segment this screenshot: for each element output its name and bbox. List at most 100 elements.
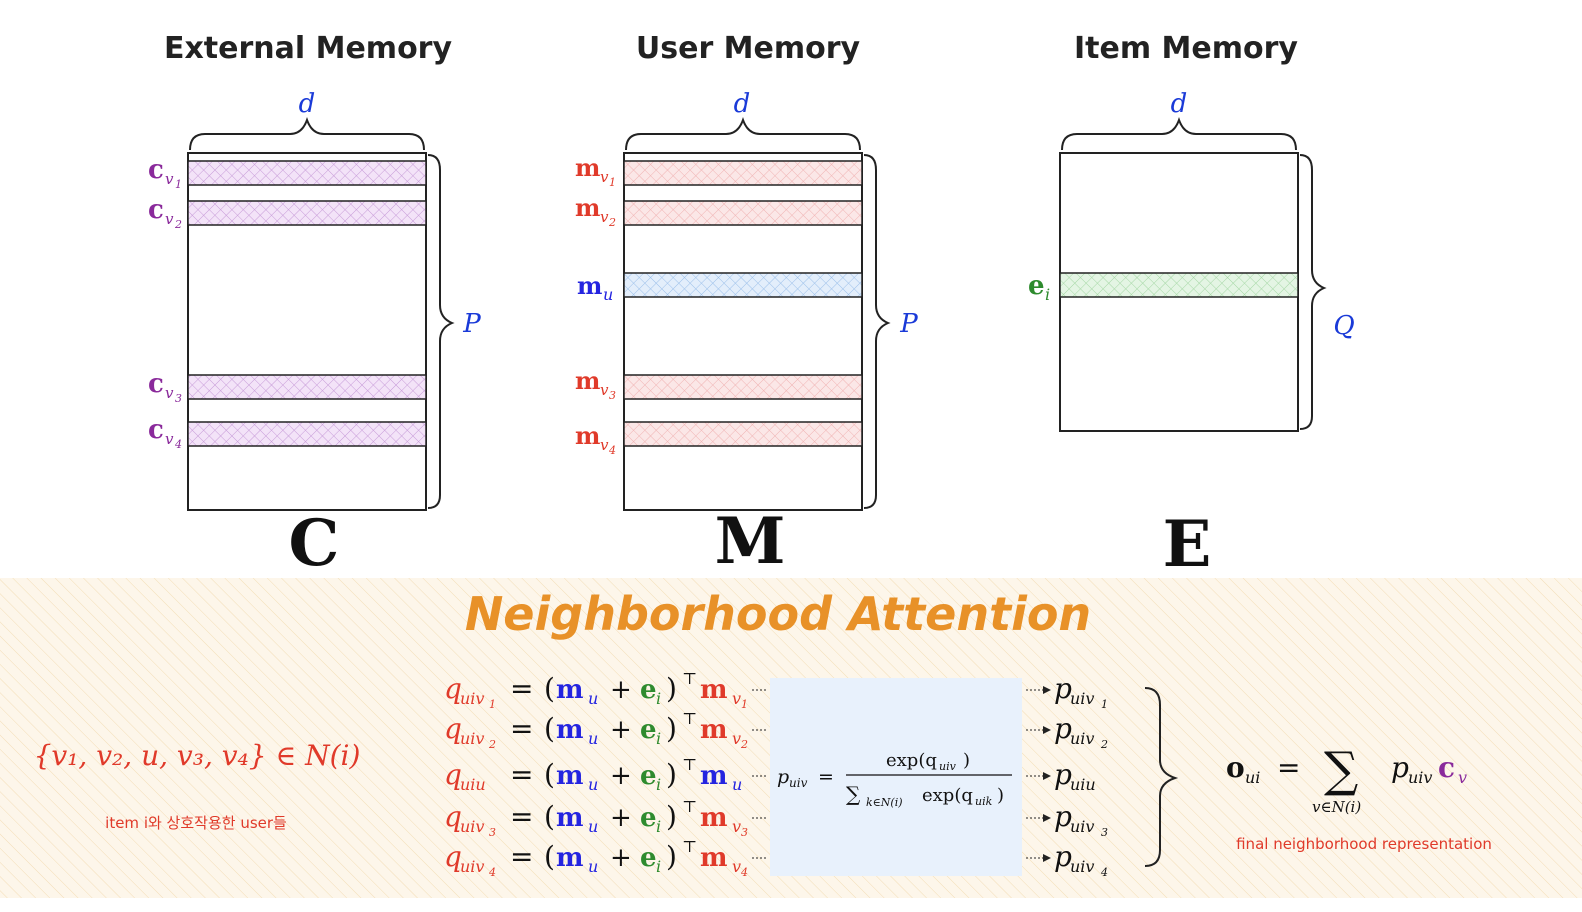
target-vector: m (700, 675, 728, 705)
softmax-formula: p uiv = exp(q uiv ) ∑ k∈N(i) exp(q uik ) (777, 750, 1012, 809)
probabilities-brace (1144, 687, 1179, 867)
svg-text:v: v (165, 170, 174, 188)
svg-text:k∈N(i): k∈N(i) (866, 796, 903, 809)
user-row-label-v3: m v 3 (575, 366, 616, 402)
probability-index: 2 (1100, 738, 1108, 751)
external-memory-dim-label: d (299, 89, 316, 119)
svg-text:=: = (1277, 751, 1300, 784)
svg-text:v: v (600, 208, 609, 226)
svg-text:uiv: uiv (789, 776, 808, 790)
svg-text:u: u (603, 285, 613, 304)
external-row-label-v1: c v 1 (148, 155, 182, 191)
user-row-label-v2: m v 2 (575, 193, 616, 229)
paren-close: ) (666, 758, 677, 791)
svg-text:v∈N(i): v∈N(i) (1312, 798, 1361, 816)
transpose-sign: ⊤ (682, 837, 697, 856)
paren-open: ( (544, 712, 555, 745)
paren-open: ( (544, 800, 555, 833)
svg-text:1: 1 (175, 178, 182, 191)
item-vector-subscript: i (656, 729, 661, 748)
svg-text:): ) (997, 785, 1004, 806)
probability-index: 3 (1101, 826, 1108, 839)
user-memory-row-v2 (623, 200, 863, 226)
target-vector-subscript: u (732, 775, 742, 794)
target-vector-subscript: v (732, 817, 741, 836)
query-subscript: uiv (460, 729, 484, 748)
plus-sign: + (610, 675, 632, 705)
svg-text:exp(q: exp(q (886, 750, 937, 771)
svg-text:uiv: uiv (1408, 768, 1432, 787)
svg-text:m: m (577, 271, 602, 300)
user-vector: m (556, 715, 584, 745)
query-subscript: uiv (460, 857, 484, 876)
paren-close: ) (666, 800, 677, 833)
plus-sign: + (610, 803, 632, 833)
query-symbol: q (444, 840, 462, 873)
svg-text:v: v (600, 381, 609, 399)
equals-sign: = (510, 800, 533, 833)
item-vector: e (640, 675, 657, 705)
external-row-label-v3: c v 3 (148, 369, 182, 405)
probability-subscript: uiv (1070, 689, 1094, 708)
target-vector: m (700, 843, 728, 873)
neighborhood-attention-section: Neighborhood Attention {v₁, v₂, u, v₃, v… (0, 578, 1582, 898)
probability-symbol: p (1054, 840, 1072, 873)
svg-text:v: v (165, 430, 174, 448)
external-memory-row-v1 (187, 160, 427, 186)
user-memory-dim-label: d (734, 89, 751, 119)
svg-text:v: v (1458, 768, 1467, 787)
user-vector-subscript: u (588, 857, 598, 876)
paren-open: ( (544, 840, 555, 873)
target-vector: m (700, 761, 728, 791)
item-vector: e (640, 715, 657, 745)
query-index: 4 (488, 866, 496, 879)
svg-text:=: = (818, 766, 834, 788)
item-memory-size-brace (1299, 154, 1327, 430)
svg-text:3: 3 (609, 389, 616, 402)
user-vector-subscript: u (588, 817, 598, 836)
query-index: 3 (489, 826, 496, 839)
svg-text:4: 4 (174, 438, 182, 451)
user-memory-size-brace (863, 154, 891, 509)
plus-sign: + (610, 761, 632, 791)
user-vector: m (556, 761, 584, 791)
svg-text:uiv: uiv (939, 760, 957, 773)
query-subscript: uiv (460, 689, 484, 708)
item-vector-subscript: i (656, 689, 661, 708)
svg-text:v: v (600, 168, 609, 186)
item-vector-subscript: i (656, 817, 661, 836)
svg-text:2: 2 (174, 218, 182, 231)
svg-text:∑: ∑ (846, 782, 861, 806)
item-memory-size-label: Q (1333, 311, 1354, 341)
item-memory-panel: Item Memory d e i Q E (1028, 31, 1355, 582)
user-row-label-v4: m v 4 (575, 421, 616, 457)
equals-sign: = (510, 672, 533, 705)
external-memory-dim-brace (189, 117, 425, 151)
equals-sign: = (510, 840, 533, 873)
equals-sign: = (510, 758, 533, 791)
probability-subscript: uiv (1070, 857, 1094, 876)
svg-text:m: m (575, 193, 600, 222)
item-memory-row-i (1059, 272, 1299, 298)
transpose-sign: ⊤ (682, 709, 697, 728)
probability-subscript: uiu (1070, 775, 1096, 794)
target-vector-subscript: v (732, 857, 741, 876)
item-memory-symbol: E (1163, 507, 1212, 582)
probability-subscript: uiv (1070, 729, 1094, 748)
target-vector: m (700, 803, 728, 833)
query-index: 1 (489, 698, 496, 711)
svg-text:): ) (963, 750, 970, 771)
transpose-sign: ⊤ (682, 755, 697, 774)
user-row-label-u: m u (577, 271, 613, 304)
attention-title: Neighborhood Attention (465, 587, 1091, 641)
plus-sign: + (610, 715, 632, 745)
svg-text:c: c (148, 369, 164, 399)
paren-close: ) (666, 840, 677, 873)
probability-symbol: p (1054, 800, 1072, 833)
svg-text:c: c (148, 195, 164, 225)
user-memory-panel: User Memory d m v 1 m v 2 m u m v 3 m (575, 31, 918, 579)
item-vector-subscript: i (656, 857, 661, 876)
svg-text:v: v (165, 210, 174, 228)
